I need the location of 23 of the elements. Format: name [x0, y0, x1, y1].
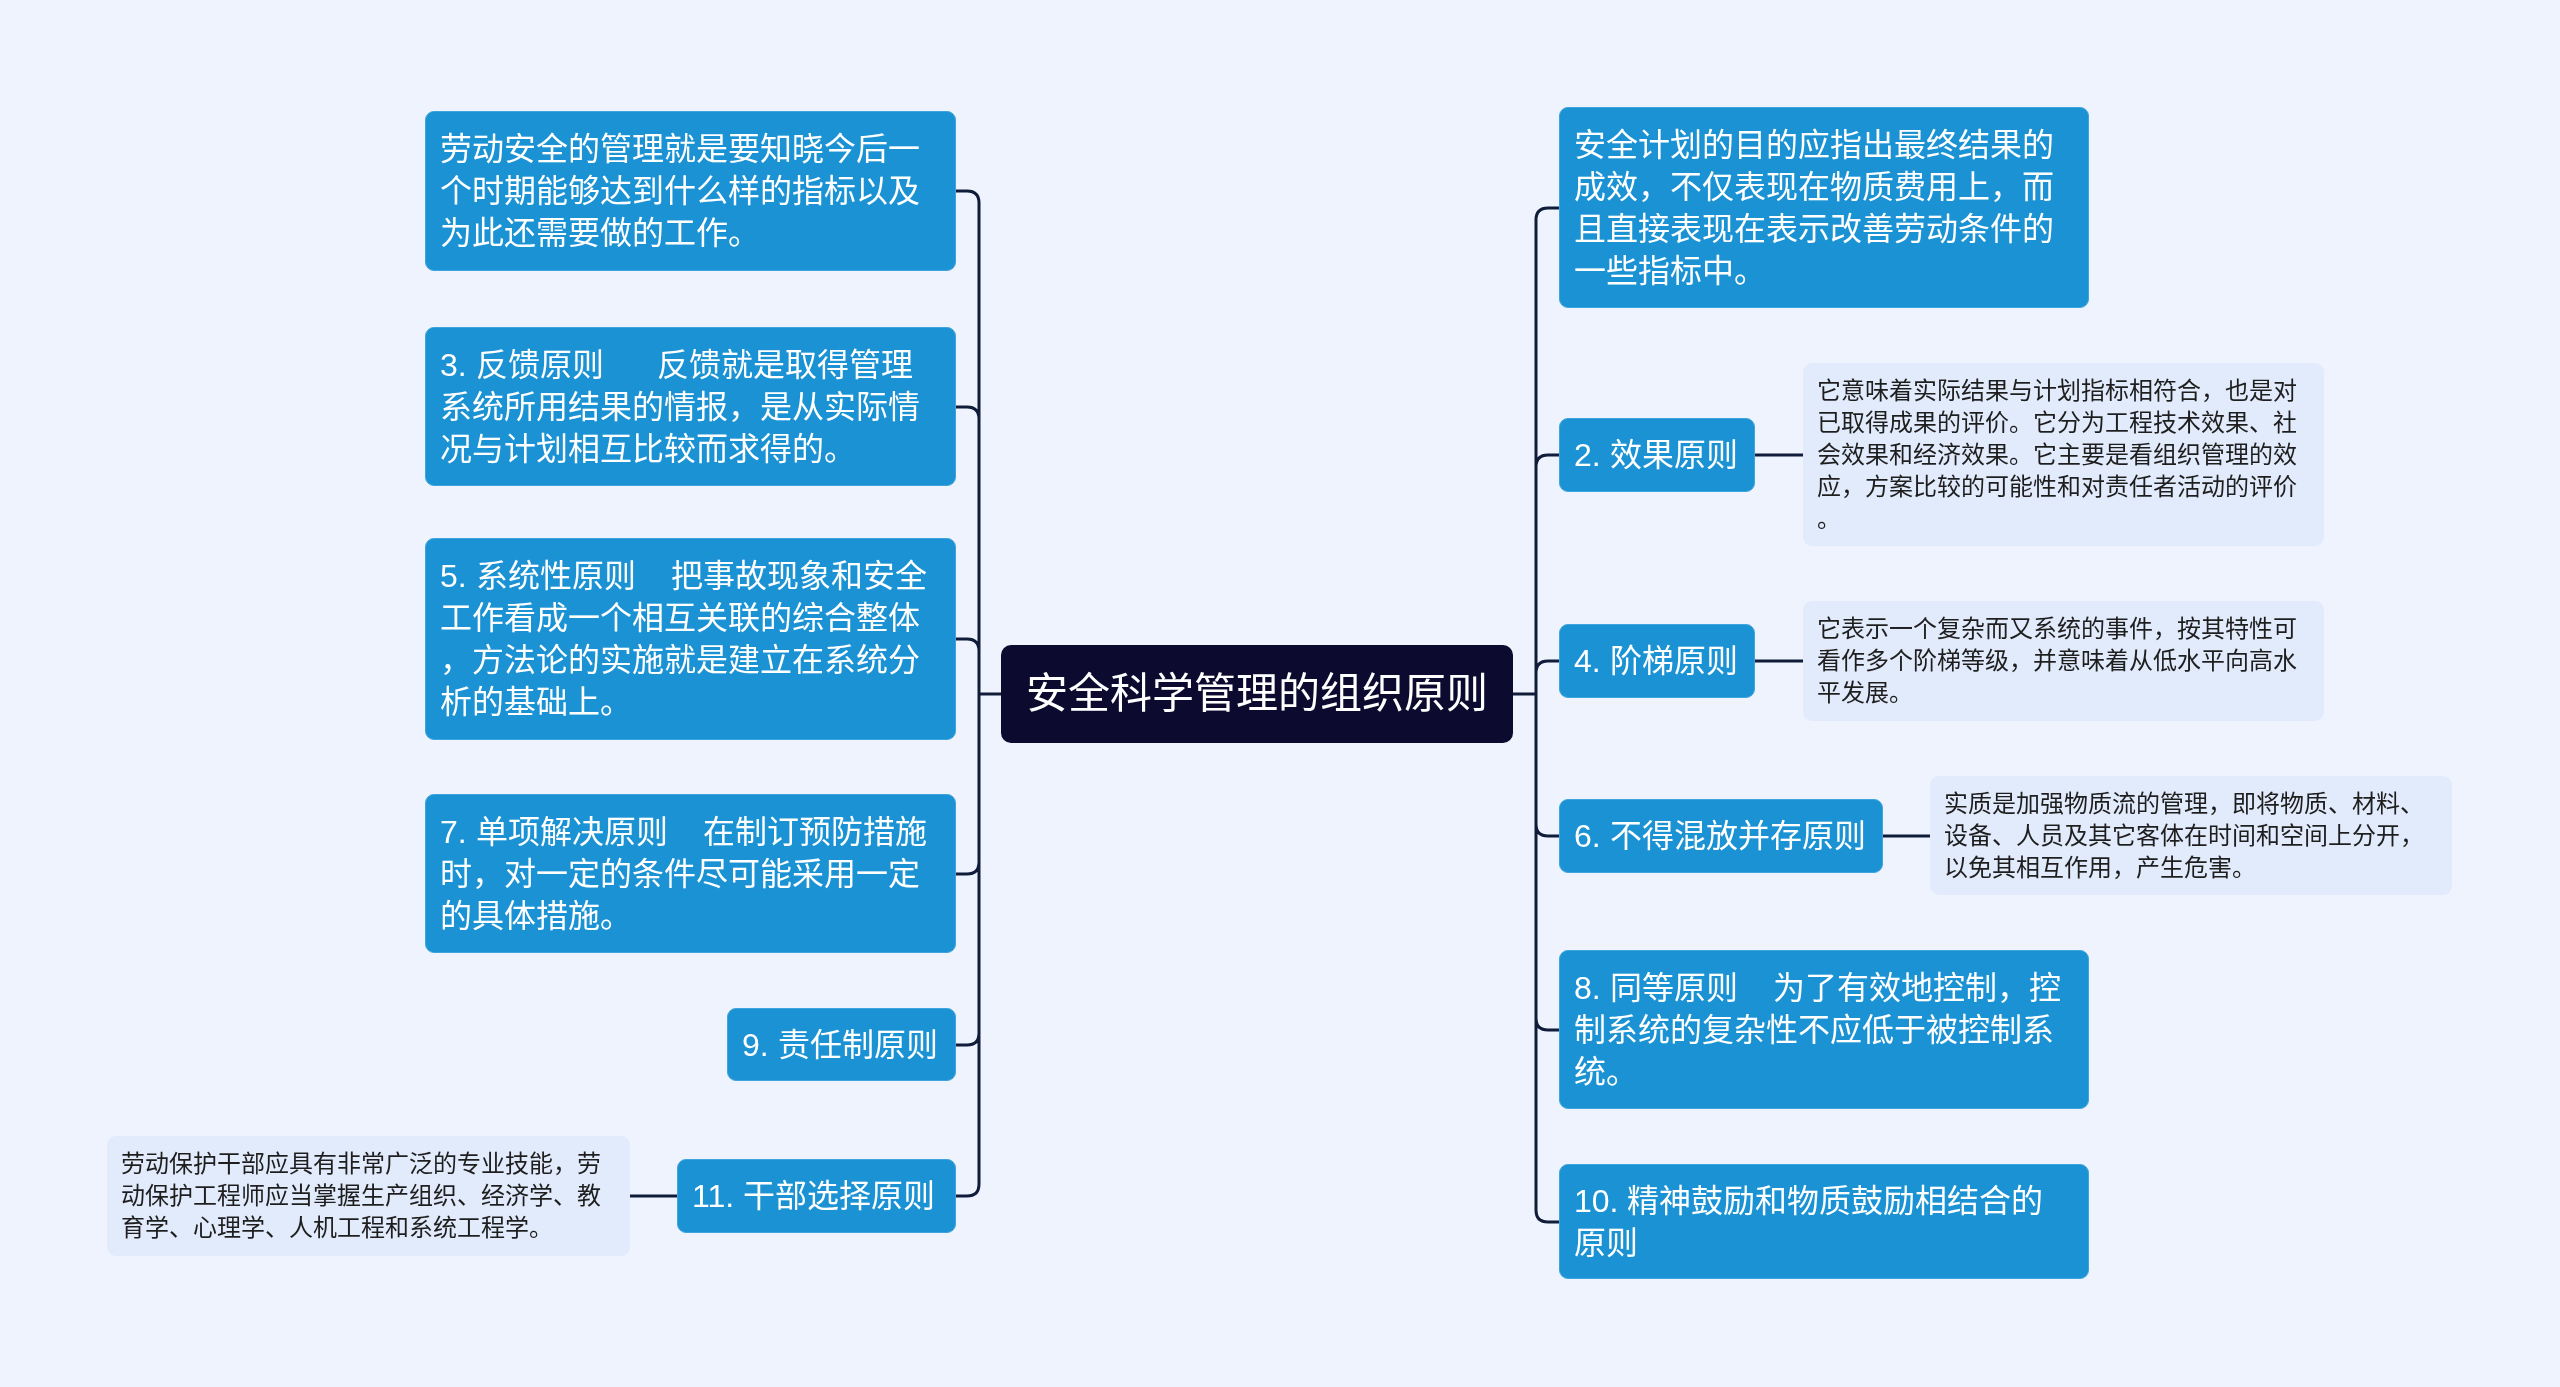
connector-line — [1511, 206, 1561, 1224]
topic-box: 劳动安全的管理就是要知晓今后一个时期能够达到什么样的指标以及为此还需要做的工作。 — [425, 111, 956, 271]
connector-line — [1755, 659, 1803, 663]
topic-box: 3. 反馈原则 反馈就是取得管理系统所用结果的情报，是从实际情况与计划相互比较而求得的。 — [425, 327, 956, 486]
central-topic-box: 安全科学管理的组织原则 — [1001, 645, 1513, 743]
connector-line — [1883, 834, 1930, 838]
topic-box: 5. 系统性原则 把事故现象和安全工作看成一个相互关联的综合整体，方法论的实施就是建立在系统分析的基础上。 — [425, 538, 956, 740]
topic-box: 11. 干部选择原则 — [677, 1159, 956, 1233]
topic-box: 4. 阶梯原则 — [1559, 624, 1755, 698]
note-box: 它表示一个复杂而又系统的事件，按其特性可看作多个阶梯等级，并意味着从低水平向高水平发展。 — [1803, 601, 2324, 721]
connector-line — [1755, 453, 1803, 457]
connector-line — [630, 1194, 677, 1198]
note-box: 它意味着实际结果与计划指标相符合，也是对已取得成果的评价。它分为工程技术效果、社会效果和经济效果。它主要是看组织管理的效应，方案比较的可能性和对责任者活动的评价。 — [1803, 363, 2324, 546]
topic-box: 9. 责任制原则 — [727, 1008, 956, 1081]
note-box: 实质是加强物质流的管理，即将物质、材料、设备、人员及其它客体在时间和空间上分开，以免其相互作用，产生危害。 — [1930, 776, 2452, 895]
topic-box: 8. 同等原则 为了有效地控制，控制系统的复杂性不应低于被控制系统。 — [1559, 950, 2089, 1109]
connector-line — [954, 189, 1003, 1198]
topic-box: 安全计划的目的应指出最终结果的成效，不仅表现在物质费用上，而且直接表现在表示改善劳动条件的一些指标中。 — [1559, 107, 2089, 308]
topic-box: 10. 精神鼓励和物质鼓励相结合的原则 — [1559, 1164, 2089, 1279]
topic-box: 6. 不得混放并存原则 — [1559, 799, 1883, 873]
note-box: 劳动保护干部应具有非常广泛的专业技能，劳动保护工程师应当掌握生产组织、经济学、教育学、心理学、人机工程和系统工程学。 — [107, 1136, 630, 1256]
topic-box: 2. 效果原则 — [1559, 418, 1755, 492]
topic-box: 7. 单项解决原则 在制订预防措施时，对一定的条件尽可能采用一定的具体措施。 — [425, 794, 956, 953]
